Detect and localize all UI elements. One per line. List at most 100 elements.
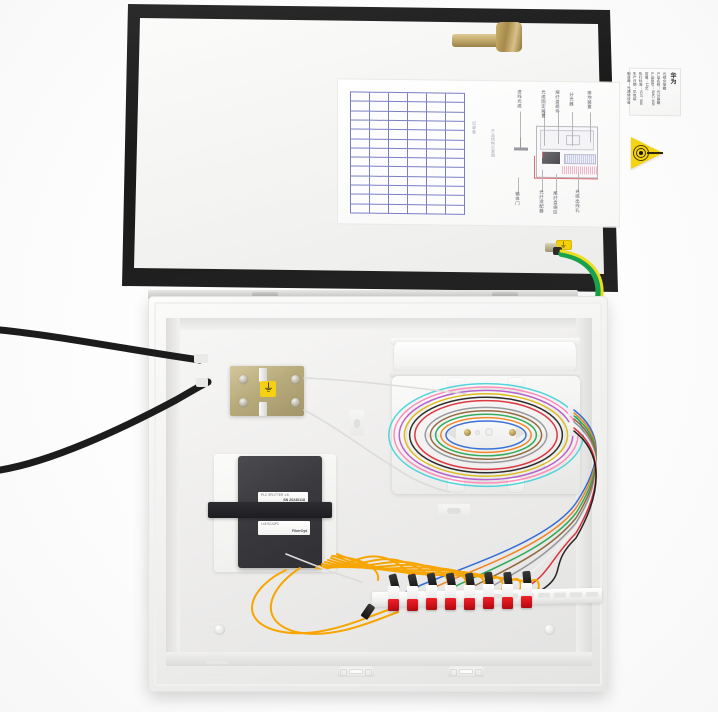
splitter-label-upper-sub: SN 20240118 — [283, 497, 305, 502]
ground-symbol-sticker: ⏚ — [260, 381, 276, 397]
record-table-cell — [446, 102, 465, 113]
record-table-cell — [446, 177, 465, 187]
laser-warning-inner-ring — [636, 148, 646, 158]
record-table-cell — [427, 102, 446, 113]
record-table-cell — [427, 158, 446, 169]
sc-adapter-port[interactable] — [483, 597, 494, 609]
sc-connector-body[interactable] — [407, 586, 418, 600]
schematic-route-line-1 — [534, 177, 598, 180]
sc-adapter-port[interactable] — [388, 599, 399, 611]
record-table-cell — [389, 92, 408, 103]
record-table-cell — [351, 176, 370, 186]
instruction-sheet: 记录表 产品结构示意图 进线光缆 — [337, 78, 620, 228]
spec-label-line-5: 制造商：光通信设备 — [627, 71, 632, 105]
splitter-pigtail-slack-loop — [251, 569, 389, 635]
sc-adapter-port[interactable] — [426, 598, 437, 610]
tray-clip-top-left — [448, 378, 464, 392]
ground-symbol-icon: ⏚ — [560, 242, 567, 249]
sc-connector-body[interactable] — [502, 584, 513, 598]
sc-connector-body[interactable] — [388, 586, 399, 600]
laser-warning-icon — [631, 137, 667, 169]
sc-connector-body[interactable] — [445, 585, 456, 599]
sc-adapter-port[interactable] — [521, 596, 532, 608]
tray-guide-right — [526, 428, 548, 437]
cavity-bracket-right-b — [568, 422, 578, 436]
splitter-label-lower: 1×8 SC/UPC FiberOpt — [258, 521, 310, 535]
record-table-cell — [427, 130, 446, 141]
record-table-cell — [427, 149, 446, 159]
sc-connector-body[interactable] — [464, 585, 475, 599]
splice-tray[interactable] — [392, 376, 580, 494]
enclosure-door[interactable]: 记录表 产品结构示意图 进线光缆 — [118, 4, 681, 296]
mounting-hole-left — [214, 624, 225, 635]
spec-label-title: 光缆交接箱 — [663, 72, 667, 91]
record-table-cell — [408, 176, 427, 187]
tray-hole-center — [485, 428, 493, 436]
sc-connector-body[interactable] — [521, 583, 532, 597]
lock-cam-arm — [452, 34, 504, 47]
record-table-cell — [446, 186, 465, 197]
adapter-empty-slot-6[interactable] — [569, 592, 583, 598]
schematic-adapter-row — [562, 166, 598, 175]
record-table-cell — [351, 166, 370, 177]
earth-ground-icon: ⏚ — [263, 382, 274, 394]
sc-adapter-port[interactable] — [445, 598, 456, 610]
schematic-label-bot-0: 箱体门 — [515, 191, 521, 206]
splitter-brand-text: FiberOpt — [292, 528, 307, 533]
splitter-label-upper-text: PLC SPLITTER 1:8 — [261, 493, 289, 497]
cable-entry-knockout-left — [338, 666, 374, 677]
spec-label-rows: 华为 光缆交接箱 产品名称：光分路箱 产品型号：SMC-16B 容量：16芯 执… — [627, 71, 677, 113]
spec-label-line-1: 产品型号：SMC-16B — [651, 71, 656, 106]
record-table-cell — [351, 148, 370, 158]
spec-label-line-4: 生产日期：见包装 — [633, 71, 638, 101]
adapter-empty-slot-7[interactable] — [585, 591, 599, 598]
cable-clamp-upper — [259, 368, 267, 382]
record-table-cell — [351, 101, 370, 112]
sc-connector-body[interactable] — [426, 585, 437, 599]
record-table-cell — [389, 185, 408, 196]
schematic-window — [566, 135, 580, 146]
record-table-cell — [446, 168, 465, 178]
sc-connector-body[interactable] — [483, 584, 494, 598]
laser-warning-beam — [647, 152, 663, 154]
record-table-cell — [389, 111, 408, 122]
tray-clip-bottom-right — [508, 478, 524, 492]
door-lock[interactable] — [496, 22, 522, 52]
enclosure-body: ⏚ PLC SPLITTER 1:8 SN 20240118 1×8 SC/UP… — [148, 296, 608, 692]
cavity-bracket-upper-slot — [354, 419, 360, 428]
door-hinge-right — [492, 292, 518, 298]
sc-adapter-port[interactable] — [407, 599, 418, 611]
cable-entry-knockout-right — [448, 666, 484, 677]
lead-line-top-3 — [558, 111, 559, 144]
record-table-cell — [446, 121, 465, 132]
record-table-cell — [446, 149, 465, 159]
record-table-cell — [408, 102, 427, 112]
record-table-cell — [408, 111, 427, 122]
adapter-empty-slot-5[interactable] — [553, 592, 567, 598]
record-table-cell — [351, 138, 370, 149]
spec-label-line-0: 产品名称：光分路箱 — [657, 72, 662, 105]
lead-line-bot-3 — [556, 173, 557, 192]
record-table-cell — [351, 194, 370, 205]
spec-label-line-2: 容量：16芯 — [645, 71, 650, 91]
record-table-cell — [389, 139, 408, 149]
adapter-empty-slot-4[interactable] — [537, 592, 551, 599]
sc-adapter-port[interactable] — [464, 598, 475, 610]
schematic-label-bot-1: 光纤适配器 — [539, 189, 545, 214]
door-hinge-strip — [148, 290, 578, 300]
cavity-bracket-upper — [350, 410, 364, 436]
sc-adapter-port[interactable] — [502, 597, 513, 609]
schematic-cable-entry — [514, 147, 528, 151]
cavity-left-wall — [166, 318, 180, 666]
record-table-caption: 记录表 — [472, 120, 477, 135]
record-table-cell — [427, 111, 446, 122]
instruction-sheet-subtitle: 产品结构示意图 — [491, 129, 496, 158]
knockout-right-plate — [459, 669, 473, 674]
record-table-cell — [389, 148, 408, 159]
record-table-cell — [446, 205, 465, 215]
record-table-cell — [427, 195, 446, 206]
unseated-connector-boot[interactable] — [360, 603, 376, 620]
record-table-cell — [370, 139, 389, 149]
record-table-cell — [427, 139, 446, 150]
